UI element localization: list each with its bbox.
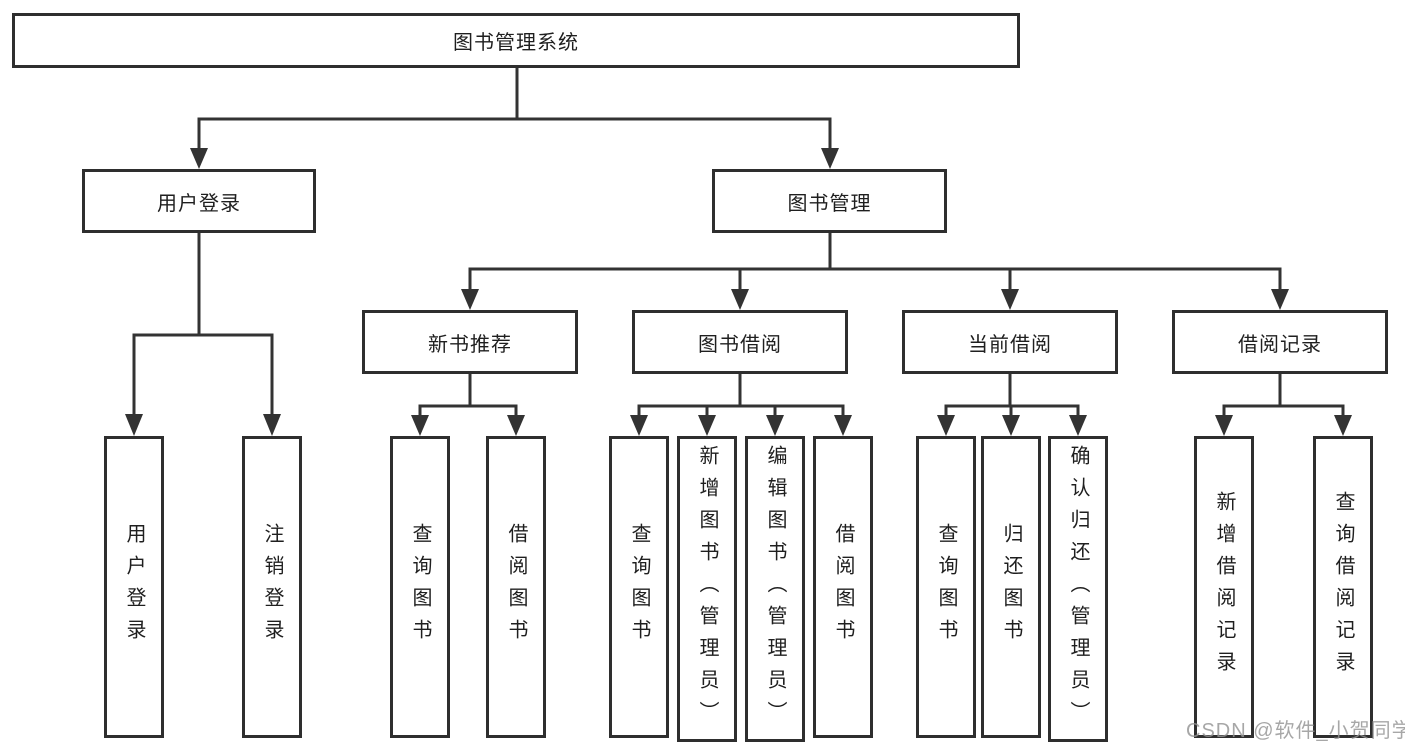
node-user-login: 用户登录 xyxy=(82,169,316,233)
leaf-current-confirm-return-admin-label: 确认归还（管理员） xyxy=(1067,445,1089,733)
leaf-current-query-books: 查询图书 xyxy=(916,436,976,738)
leaf-current-query-books-label: 查询图书 xyxy=(935,523,957,651)
leaf-user-login-label: 用户登录 xyxy=(123,523,145,651)
leaf-current-return-books: 归还图书 xyxy=(981,436,1041,738)
leaf-records-add-record-label: 新增借阅记录 xyxy=(1213,491,1235,683)
leaf-borrow-edit-books-admin-label: 编辑图书（管理员） xyxy=(764,445,786,733)
leaf-borrow-add-books-admin-label: 新增图书（管理员） xyxy=(696,445,718,733)
leaf-recommend-borrow-books-label: 借阅图书 xyxy=(505,523,527,651)
node-book-borrow: 图书借阅 xyxy=(632,310,848,374)
node-borrow-records-label: 借阅记录 xyxy=(1238,333,1322,356)
node-user-login-label: 用户登录 xyxy=(157,192,241,215)
node-book-management: 图书管理 xyxy=(712,169,947,233)
leaf-recommend-query-books: 查询图书 xyxy=(390,436,450,738)
leaf-borrow-add-books-admin: 新增图书（管理员） xyxy=(677,436,737,742)
leaf-current-return-books-label: 归还图书 xyxy=(1000,523,1022,651)
csdn-watermark: CSDN @软件_小贺同学 xyxy=(1186,720,1405,742)
leaf-borrow-borrow-books-label: 借阅图书 xyxy=(832,523,854,651)
node-root: 图书管理系统 xyxy=(12,13,1020,68)
leaf-records-add-record: 新增借阅记录 xyxy=(1194,436,1254,738)
leaf-current-confirm-return-admin: 确认归还（管理员） xyxy=(1048,436,1108,742)
node-current-borrow-label: 当前借阅 xyxy=(968,333,1052,356)
node-current-borrow: 当前借阅 xyxy=(902,310,1118,374)
node-book-management-label: 图书管理 xyxy=(787,192,872,215)
node-new-book-recommend: 新书推荐 xyxy=(362,310,578,374)
node-book-borrow-label: 图书借阅 xyxy=(698,333,782,356)
leaf-logout-label: 注销登录 xyxy=(261,523,283,651)
leaf-logout: 注销登录 xyxy=(242,436,302,738)
leaf-borrow-query-books-label: 查询图书 xyxy=(628,523,650,651)
node-borrow-records: 借阅记录 xyxy=(1172,310,1388,374)
leaf-borrow-borrow-books: 借阅图书 xyxy=(813,436,873,738)
leaf-borrow-edit-books-admin: 编辑图书（管理员） xyxy=(745,436,805,742)
leaf-user-login: 用户登录 xyxy=(104,436,164,738)
leaf-recommend-borrow-books: 借阅图书 xyxy=(486,436,546,738)
leaf-borrow-query-books: 查询图书 xyxy=(609,436,669,738)
leaf-records-query-record-label: 查询借阅记录 xyxy=(1332,491,1354,683)
node-new-book-recommend-label: 新书推荐 xyxy=(428,333,512,356)
leaf-recommend-query-books-label: 查询图书 xyxy=(409,523,431,651)
arrowheads xyxy=(125,148,1352,436)
leaf-records-query-record: 查询借阅记录 xyxy=(1313,436,1373,738)
node-root-label: 图书管理系统 xyxy=(453,32,579,54)
